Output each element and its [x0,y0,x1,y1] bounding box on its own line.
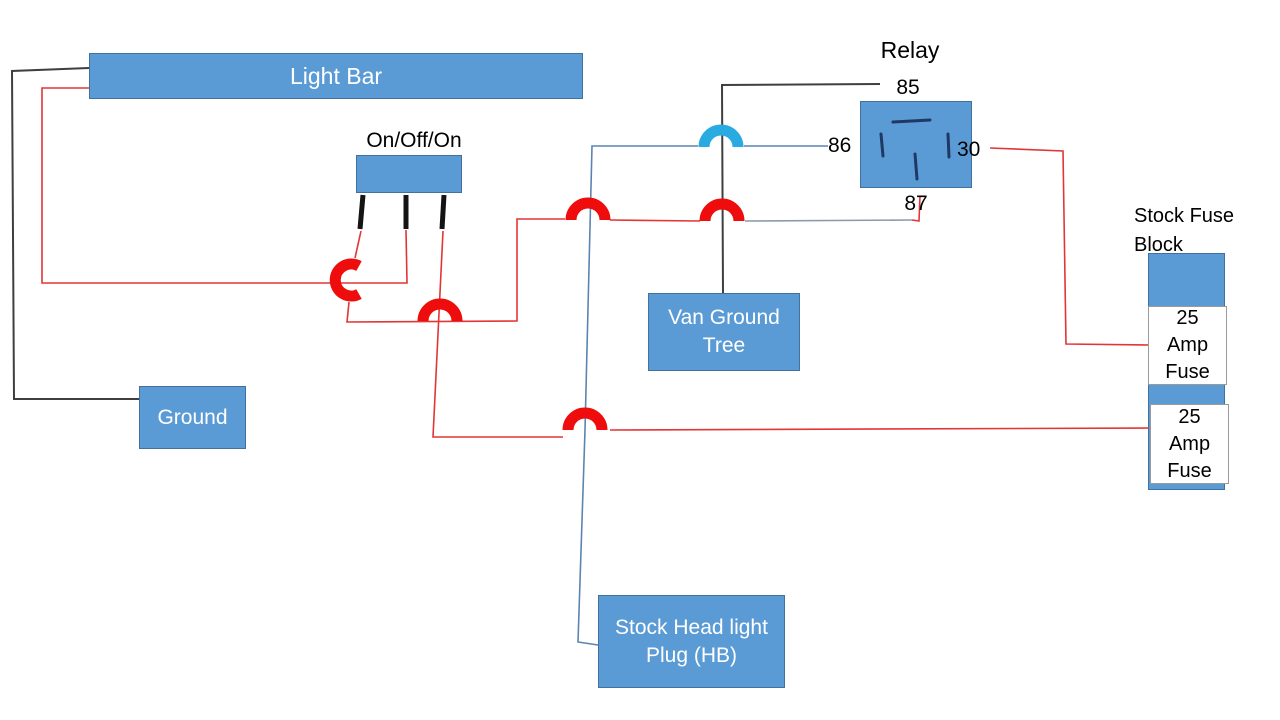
hop-arc-c-shape [329,258,362,302]
relay-pin-85-label: 85 [896,76,920,99]
wire-switch-right-to-fuse2-left [432,230,563,438]
fuse-block-title-line2: Block [1134,234,1183,256]
wire-lightbar-to-ground [10,67,139,400]
switch-prong-left [357,194,366,230]
headlight-plug-label-line1: Stock Head light [615,615,768,639]
fuse-2-label-line3: Fuse [1167,459,1212,482]
wire-to-fuse2 [609,427,1150,431]
wire-switch-left-upper [354,230,362,259]
relay-pin-86-label: 86 [828,134,852,157]
fuse-1-box: 25 Amp Fuse [1148,306,1227,385]
light-bar-box: Light Bar [89,53,583,99]
light-bar-label: Light Bar [289,62,383,89]
wire-relay87-gray-segment [744,219,913,222]
relay-pin-30-label: 30 [957,138,981,161]
fuse-2-box: 25 Amp Fuse [1150,404,1229,484]
fuse-2-label-line1: 25 [1178,405,1201,428]
hop-arc-over-blue-wire-lower [562,407,608,431]
hop-arc-over-blue-wire-upper [565,197,611,221]
wire-relay86-to-headlight-plug [577,145,698,646]
switch-label: On/Off/On [366,129,462,152]
fuse-1-label-line1: 25 [1176,307,1199,329]
van-ground-tree-label-line2: Tree [702,334,746,357]
relay-box [860,101,972,188]
switch-box [356,155,462,193]
fuse-1-label-line3: Fuse [1165,361,1210,383]
headlight-plug-label-line2: Plug (HB) [645,643,738,667]
wire-relay87-between-hops [609,219,701,222]
fuse-1-label-line2: Amp [1166,334,1209,356]
hop-arc-over-switch-right-wire [417,298,463,322]
hop-arc-cyan-over-black-wire [698,124,744,148]
wire-vangroundtree-to-relay85 [720,83,881,294]
wire-relay30-to-fuse1 [989,147,1150,346]
ground-box: Ground [139,386,246,449]
fuse-block-title: Stock Fuse Block [1134,202,1234,260]
wire-lightbar-to-switch-middle [41,87,408,284]
headlight-plug-box: Stock Head light Plug (HB) [598,595,785,688]
hop-arc-over-black-wire [699,198,745,222]
ground-label: Ground [157,405,228,429]
relay-title: Relay [880,37,940,63]
relay-pin-87-label: 87 [904,192,928,215]
van-ground-tree-label-line1: Van Ground [668,306,780,330]
fuse-block-title-line1: Stock Fuse [1134,205,1235,227]
van-ground-tree-box: Van Ground Tree [648,293,800,371]
switch-prong-right [439,194,447,230]
fuse-2-label-line2: Amp [1168,432,1211,455]
wire-switch-left-to-relay87 [346,218,565,323]
